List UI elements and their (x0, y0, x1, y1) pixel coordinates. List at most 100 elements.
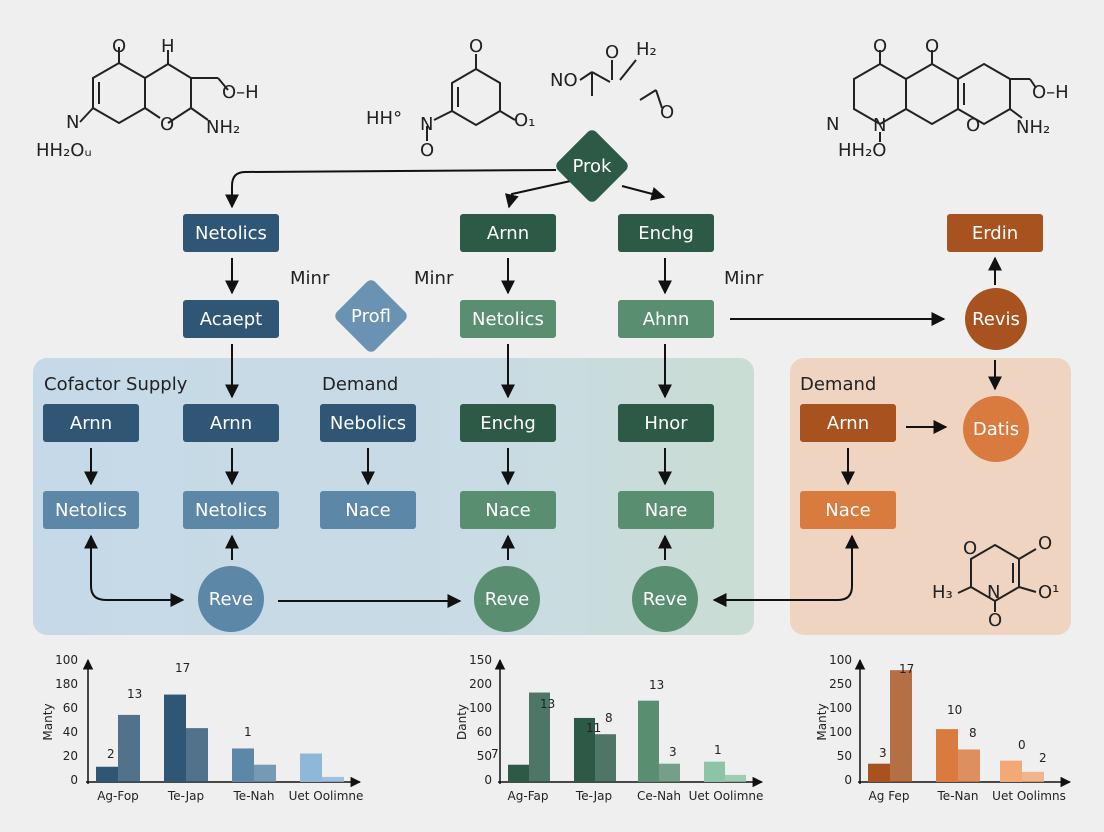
m4-nh2: NH₂ (1016, 117, 1050, 138)
molecule-3 (579, 59, 663, 109)
node-arnn-r3-1[interactable]: Arnn (43, 404, 139, 442)
node-acaept[interactable]: Acaept (183, 300, 279, 338)
node-reve-green-2[interactable]: Reve (632, 566, 698, 632)
m1-hh2o: HH₂Oᵤ (36, 140, 92, 161)
m2-o-bottom: O (420, 140, 434, 161)
node-arnn-top[interactable]: Arnn (460, 214, 556, 252)
m2-o-top: O (469, 36, 483, 57)
m1-oh: O–H (222, 82, 259, 103)
node-nebolics[interactable]: Nebolics (320, 404, 416, 442)
node-netolics-top[interactable]: Netolics (183, 214, 279, 252)
node-hnor[interactable]: Hnor (618, 404, 714, 442)
m4-n-mid: N (873, 115, 886, 136)
chart-3-data-label: 8 (969, 726, 977, 740)
m5-o-bottom: O (988, 610, 1002, 631)
node-ahnn[interactable]: Ahnn (618, 300, 714, 338)
node-erdin[interactable]: Erdin (947, 214, 1043, 252)
m4-o-top2: O (925, 36, 939, 57)
chart-1-category: Te-Jap (167, 789, 204, 803)
chart-2-data-label: 13 (649, 678, 664, 692)
m2-o1: O₁ (514, 110, 535, 131)
m4-n-left: N (826, 114, 839, 135)
m4-oh: O–H (1032, 82, 1069, 103)
chart-1-bar (96, 766, 118, 782)
chart-3-category: Uet Oolimns (992, 789, 1066, 803)
node-profl[interactable]: Profl (331, 276, 411, 356)
node-nace-r4-green[interactable]: Nace (460, 491, 556, 529)
chart-3-bar (1000, 760, 1022, 782)
chart-3-ylabel: Manty (815, 703, 829, 740)
label-minr-3: Minr (724, 268, 764, 289)
chart-2-bar (595, 734, 616, 782)
chart-2-ytick: 100 (469, 701, 492, 715)
chart-1-bar (164, 694, 186, 782)
chart-1-bar (322, 776, 344, 782)
chart-3-data-label: 10 (947, 703, 962, 717)
chart-3-bar (958, 749, 980, 782)
m4-hh2o: HH₂O (838, 140, 886, 161)
node-nace-r4-orange[interactable]: Nace (800, 491, 896, 529)
chart-2-data-label: 8 (605, 711, 613, 725)
node-prok-label: Prok (572, 155, 612, 177)
chart-3-category: Ag Fep (869, 789, 910, 803)
chart-3-ytick: 100 (829, 725, 852, 739)
label-cofactor-supply: Cofactor Supply (44, 374, 188, 395)
chart-2-data-label: 1 (714, 743, 722, 757)
chart-2-bar (704, 761, 725, 782)
m3-o-right: O (660, 102, 674, 123)
chart-2-bar (638, 700, 659, 782)
node-netolics-r4-1[interactable]: Netolics (43, 491, 139, 529)
chart-1-bar (118, 714, 140, 782)
m1-h-top: H (161, 36, 175, 57)
node-enchg-r3[interactable]: Enchg (460, 404, 556, 442)
chart-2-ytick: 60 (477, 725, 492, 739)
label-minr-1: Minr (290, 268, 330, 289)
label-minr-2: Minr (414, 268, 454, 289)
node-nace-r4-blue[interactable]: Nace (320, 491, 416, 529)
chart-2-data-label: 11 (586, 721, 601, 735)
chart-2-data-label: 3 (669, 745, 677, 759)
chart-2-ylabel: Danty (455, 704, 469, 740)
m4-o-top1: O (873, 36, 887, 57)
node-reve-blue[interactable]: Reve (198, 566, 264, 632)
m1-n: N (66, 112, 79, 133)
chart-2-category: Te-Jap (575, 789, 612, 803)
chart-1-category: Te-Nah (233, 789, 275, 803)
node-arnn-r3-orange[interactable]: Arnn (800, 404, 896, 442)
m5-o-ring: O (963, 538, 977, 559)
chart-3-bar (868, 763, 890, 782)
node-revis[interactable]: Revis (965, 288, 1027, 350)
m3-no: NO (550, 70, 578, 91)
m1-o-top: O (112, 36, 126, 57)
arrow-prok-enchg (621, 185, 666, 201)
node-arnn-r3-2[interactable]: Arnn (183, 404, 279, 442)
chart-3-bar (1022, 771, 1044, 782)
node-datis[interactable]: Datis (963, 396, 1029, 462)
molecule-5 (957, 543, 1037, 612)
chart-1-ytick: 40 (63, 725, 78, 739)
node-prok[interactable]: Prok (552, 127, 632, 205)
chart-1-ytick: 60 (63, 701, 78, 715)
chart-2-bar (725, 774, 746, 782)
arrow-prok-netolics (225, 169, 557, 209)
node-enchg-top[interactable]: Enchg (618, 214, 714, 252)
chart-2-ytick: 50 (477, 749, 492, 763)
arrow-loop-right (712, 534, 859, 607)
node-netolics-r4-2[interactable]: Netolics (183, 491, 279, 529)
chart-2-category: Ce-Nah (637, 789, 681, 803)
chart-1-data-label: 17 (175, 661, 190, 675)
m4-ring-o: O (966, 115, 980, 136)
node-nare[interactable]: Nare (618, 491, 714, 529)
molecule-2 (426, 54, 516, 141)
chart-2-ytick: 150 (469, 653, 492, 667)
m5-n: N (987, 582, 1000, 603)
chart-1-ytick: 180 (55, 677, 78, 691)
chart-3-data-label: 0 (1018, 738, 1026, 752)
node-reve-green-1[interactable]: Reve (474, 566, 540, 632)
chart-2-bar (659, 763, 680, 782)
chart-2-bar (529, 692, 550, 782)
node-netolics-green[interactable]: Netolics (460, 300, 556, 338)
m1-ring-o: O (160, 114, 174, 135)
